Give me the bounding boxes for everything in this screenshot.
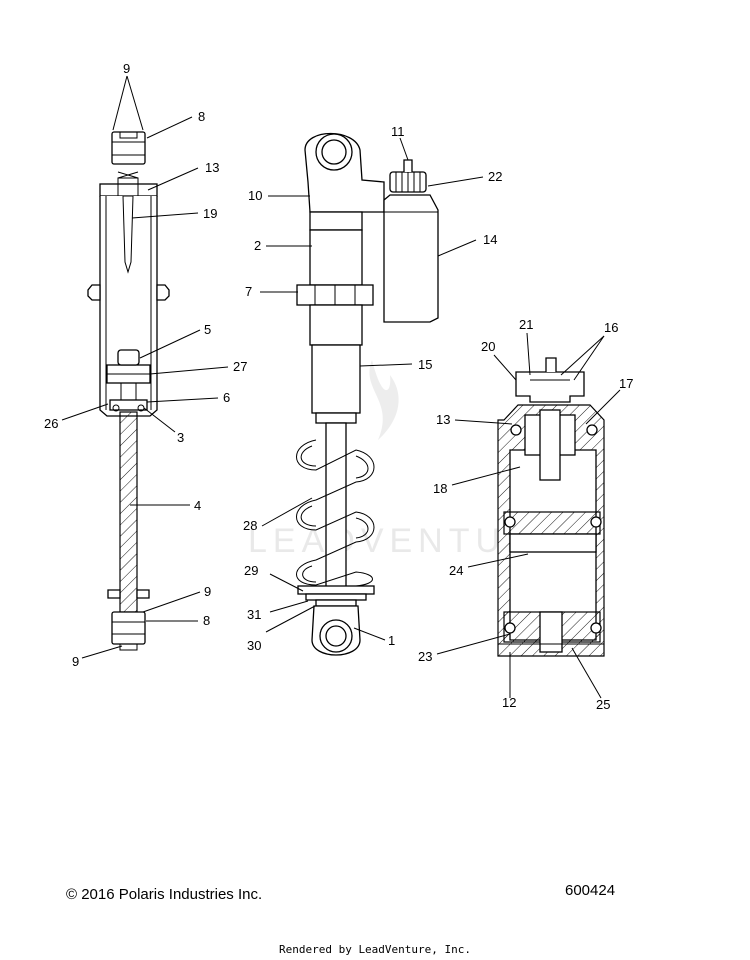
callout-8-top: 8 — [198, 109, 205, 124]
callout-14: 14 — [483, 232, 497, 247]
copyright-text: © 2016 Polaris Industries Inc. — [66, 886, 263, 903]
callout-29: 29 — [244, 563, 258, 578]
callout-18: 18 — [433, 481, 447, 496]
reservoir-cross-section — [497, 357, 605, 657]
callout-30: 30 — [247, 638, 261, 653]
callout-27: 27 — [233, 359, 247, 374]
shock-cross-section — [87, 131, 170, 651]
callout-23: 23 — [418, 649, 432, 664]
callout-3: 3 — [177, 430, 184, 445]
callout-7: 7 — [245, 284, 252, 299]
callout-20: 20 — [481, 339, 495, 354]
callout-17: 17 — [619, 376, 633, 391]
callout-24: 24 — [449, 563, 463, 578]
callout-9-top: 9 — [123, 61, 130, 76]
callout-4: 4 — [194, 498, 201, 513]
diagram-number: 600424 — [565, 882, 616, 899]
leader-lines — [61, 75, 621, 699]
callout-5: 5 — [204, 322, 211, 337]
callout-9-mid: 9 — [204, 584, 211, 599]
callout-13-left: 13 — [205, 160, 219, 175]
callout-31: 31 — [247, 607, 261, 622]
callout-12: 12 — [502, 695, 516, 710]
callout-19: 19 — [203, 206, 217, 221]
callout-8-bottom: 8 — [203, 613, 210, 628]
callout-10: 10 — [248, 188, 262, 203]
callout-25: 25 — [596, 697, 610, 712]
callout-21: 21 — [519, 317, 533, 332]
callout-11: 11 — [391, 124, 405, 139]
callout-13-right: 13 — [436, 412, 450, 427]
callout-16: 16 — [604, 320, 618, 335]
callout-22: 22 — [488, 169, 502, 184]
callout-2: 2 — [254, 238, 261, 253]
callout-15: 15 — [418, 357, 432, 372]
callout-6: 6 — [223, 390, 230, 405]
callout-9-bottom: 9 — [72, 654, 79, 669]
callout-labels: 9 8 13 19 5 27 6 26 3 4 9 8 9 11 22 10 2… — [44, 61, 633, 712]
shock-assembly — [296, 132, 439, 656]
callout-1: 1 — [388, 633, 395, 648]
callout-28: 28 — [243, 518, 257, 533]
rendered-by-text: Rendered by LeadVenture, Inc. — [278, 943, 472, 956]
callout-26: 26 — [44, 416, 58, 431]
